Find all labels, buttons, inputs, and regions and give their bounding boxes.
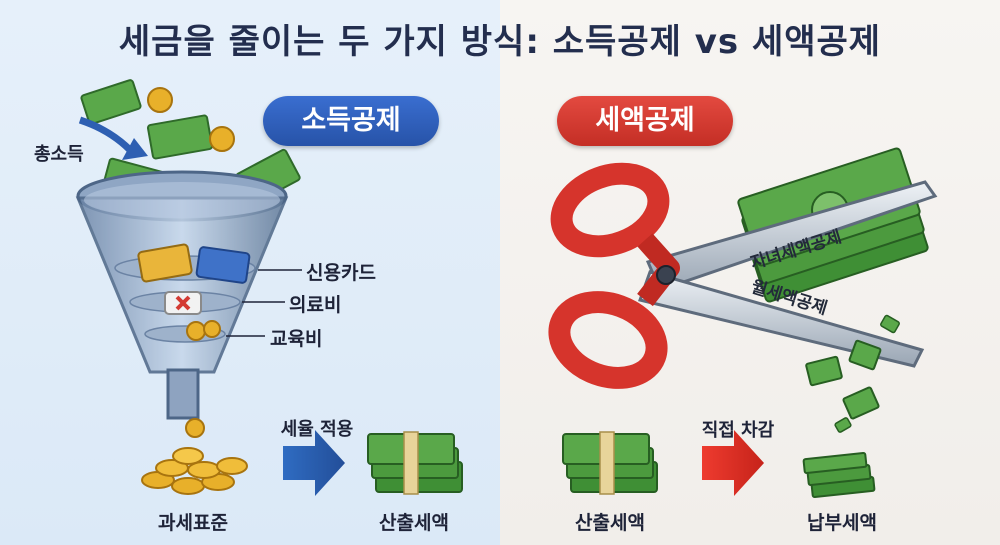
computed-tax-cash-icon [367, 431, 463, 495]
main-title: 세금을 줄이는 두 가지 방식: 소득공제 vs 세액공제 [118, 22, 882, 62]
total-income-label: 총소득 [34, 144, 84, 165]
income-arrow-icon [78, 116, 148, 160]
direct-deduct-arrow-icon [702, 430, 764, 496]
medical-kit-icon [164, 291, 202, 315]
item-leader-lines [226, 269, 302, 337]
coins-in-funnel-icon [186, 320, 221, 341]
apply-rate-arrow-icon [283, 430, 345, 496]
tax-paid-cash-icon [802, 451, 876, 499]
apply-rate-label: 세율 적용 [280, 419, 354, 440]
item-education-label: 교육비 [270, 328, 323, 350]
tax-base-label: 과세표준 [158, 512, 228, 534]
right-computed-tax-cash-icon [562, 431, 658, 495]
item-medical-label: 의료비 [289, 294, 342, 316]
direct-deduct-label: 직접 차감 [701, 420, 775, 441]
coin-pile-icon [141, 447, 248, 495]
item-credit-card-label: 신용카드 [306, 262, 376, 284]
left-computed-tax-label: 산출세액 [379, 512, 449, 534]
tax-credit-heading: 세액공제 [557, 96, 733, 146]
credit-card-icon [137, 243, 251, 284]
income-deduction-heading: 소득공제 [263, 96, 439, 146]
tax-paid-label: 납부세액 [807, 512, 877, 534]
scissors-icon [548, 162, 938, 389]
cut-cash-pieces-icon [805, 314, 900, 433]
right-computed-tax-label: 산출세액 [575, 512, 645, 534]
